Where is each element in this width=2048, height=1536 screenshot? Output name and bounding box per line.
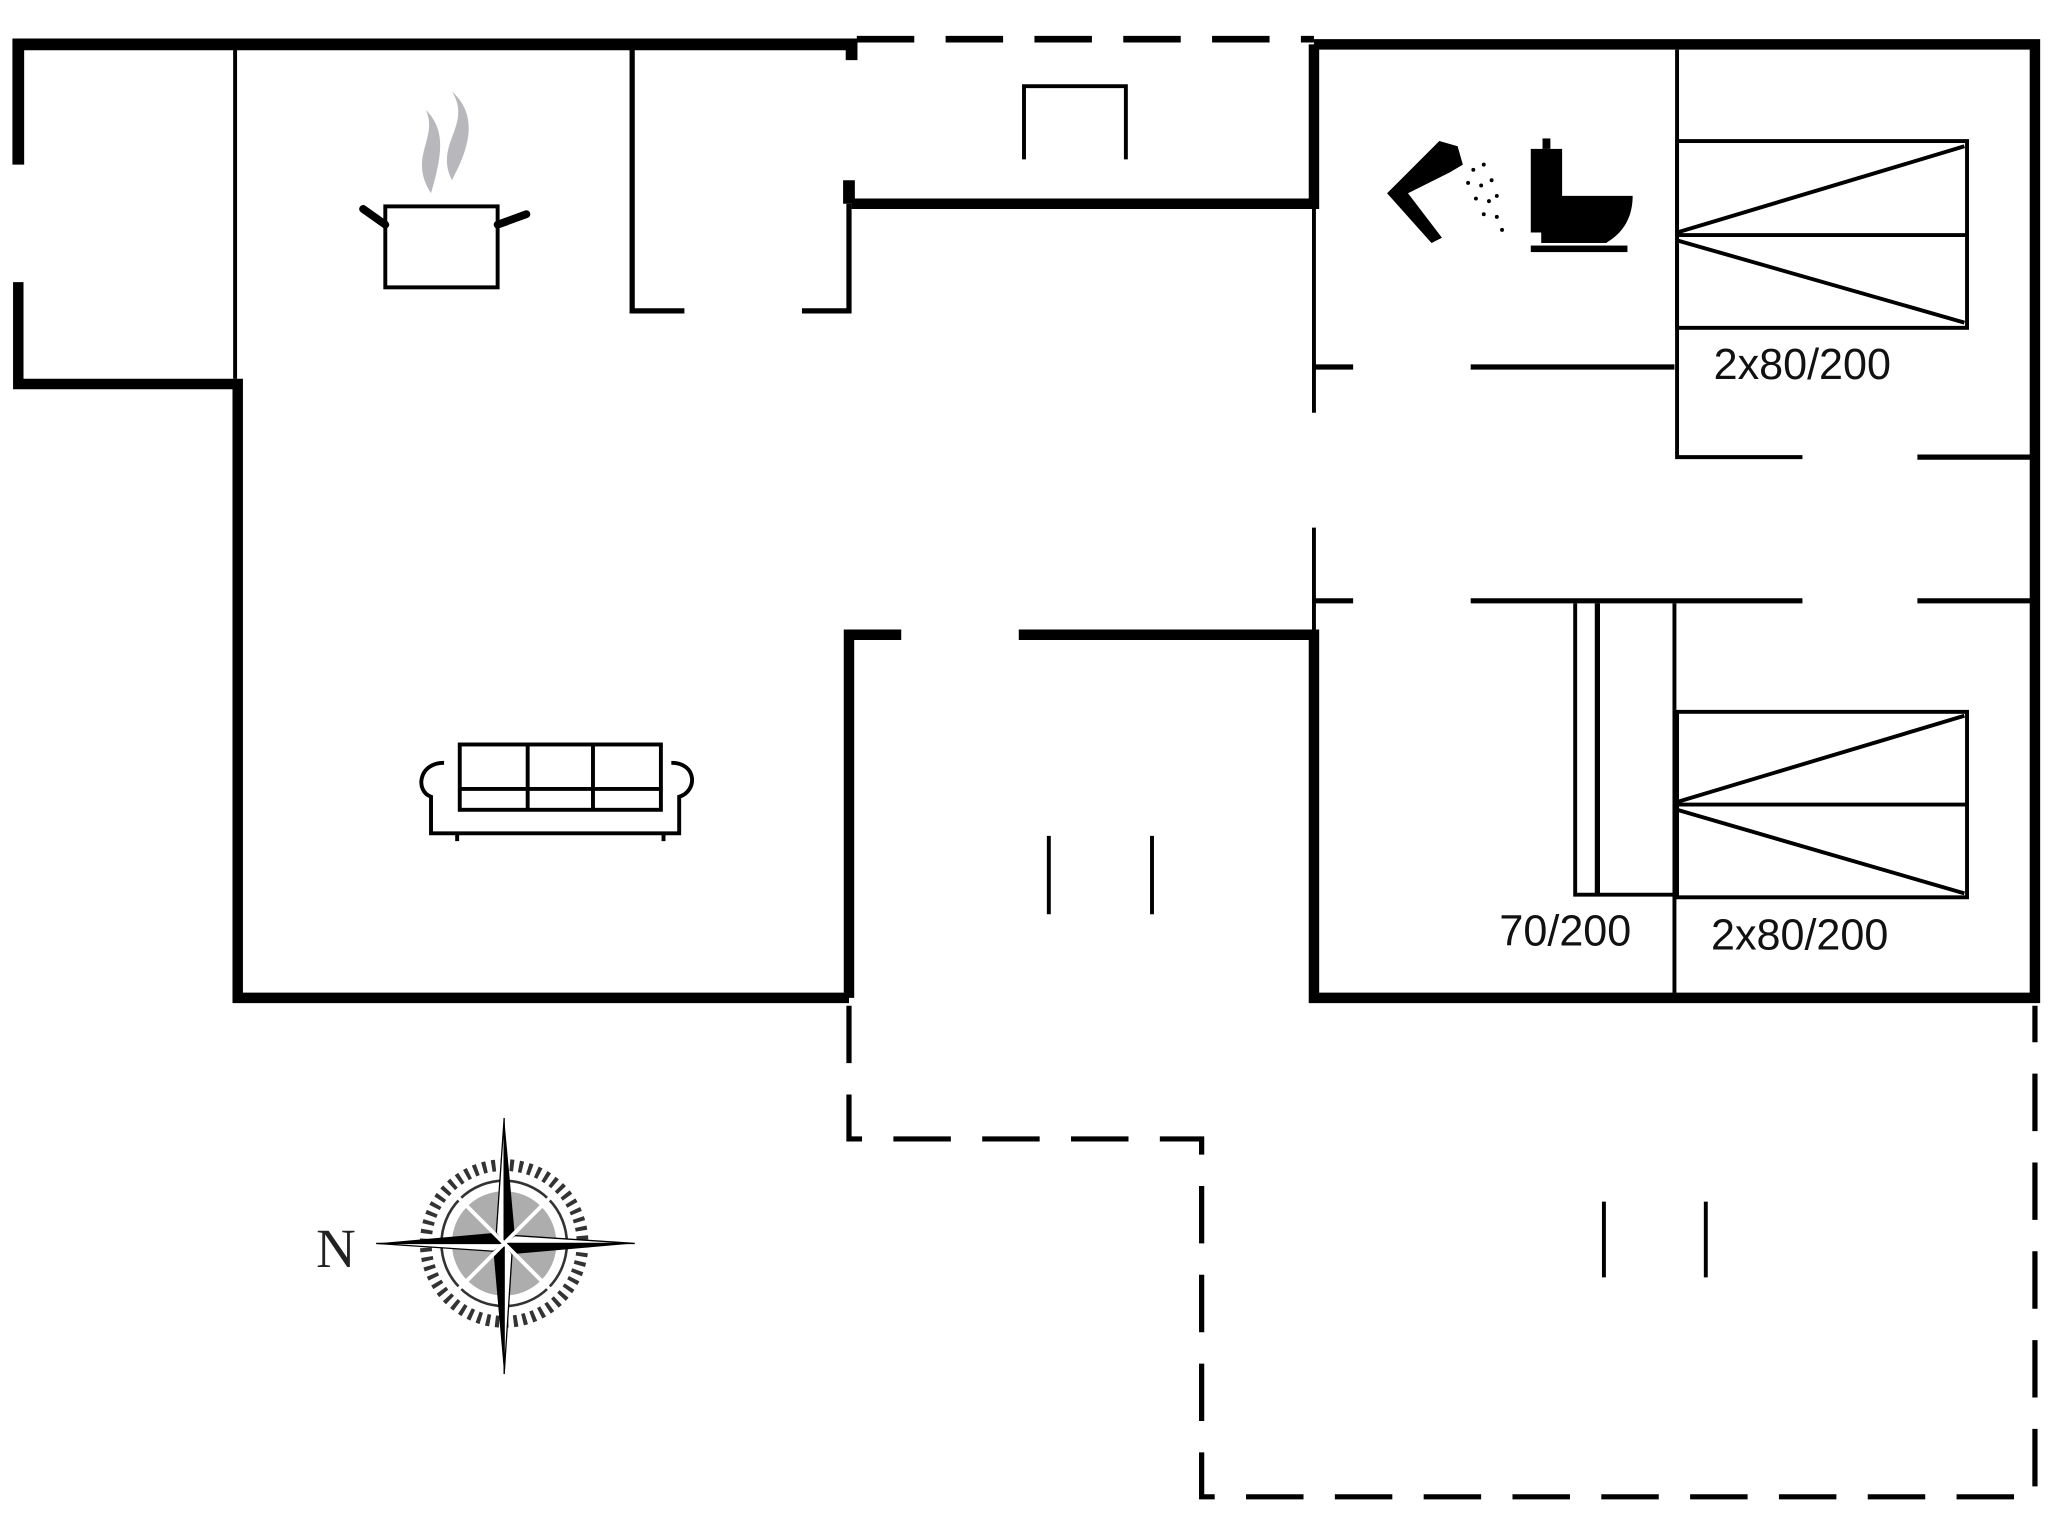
compass-rose-icon: [376, 1117, 635, 1375]
bed-label-top: 2x80/200: [1714, 341, 1891, 389]
north-label: N: [316, 1218, 356, 1279]
shower-icon: [1387, 141, 1504, 243]
sofa-icon: [419, 742, 694, 842]
bed-label-bottom: 2x80/200: [1711, 912, 1888, 960]
bed-label-single: 70/200: [1499, 908, 1631, 956]
bed-single: [1573, 603, 1675, 897]
walls: [12, 35, 2041, 1500]
bed-double-bottom: [1675, 709, 1969, 900]
toilet-icon: [1530, 138, 1633, 253]
cooking-pot-icon: [359, 91, 531, 290]
bed-double-top: [1675, 139, 1969, 330]
